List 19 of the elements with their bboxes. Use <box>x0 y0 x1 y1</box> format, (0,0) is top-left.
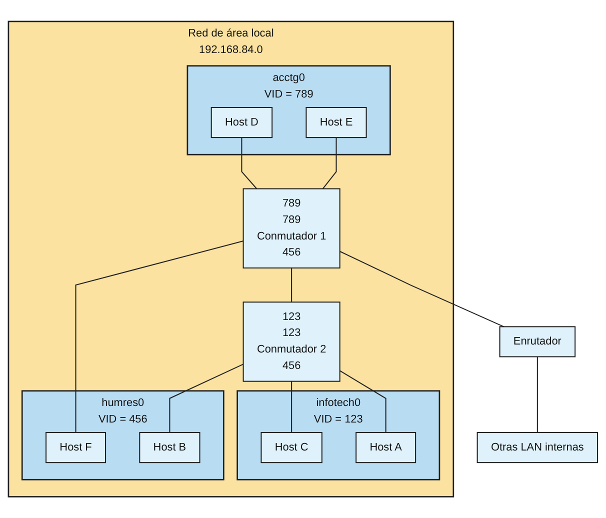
connector <box>322 137 337 189</box>
node-box: Host E <box>306 106 367 138</box>
node-box: Host B <box>139 432 200 463</box>
node-box: 123 123 Conmutador 2 456 <box>242 302 340 382</box>
node-box: Host F <box>46 432 106 463</box>
connector <box>340 370 386 432</box>
node-box: Host C <box>260 432 322 463</box>
connector <box>75 240 244 432</box>
connector <box>340 250 504 328</box>
node-box: 789 789 Conmutador 1 456 <box>242 188 340 268</box>
node-box: Host A <box>356 432 416 463</box>
node-box: Enrutador <box>499 326 576 358</box>
connector <box>241 137 258 189</box>
node-box: Host D <box>210 106 273 138</box>
connector <box>291 268 292 302</box>
node-box: Otras LAN internas <box>476 432 598 463</box>
connector <box>169 364 244 432</box>
connector <box>291 381 292 432</box>
connector <box>536 356 538 432</box>
